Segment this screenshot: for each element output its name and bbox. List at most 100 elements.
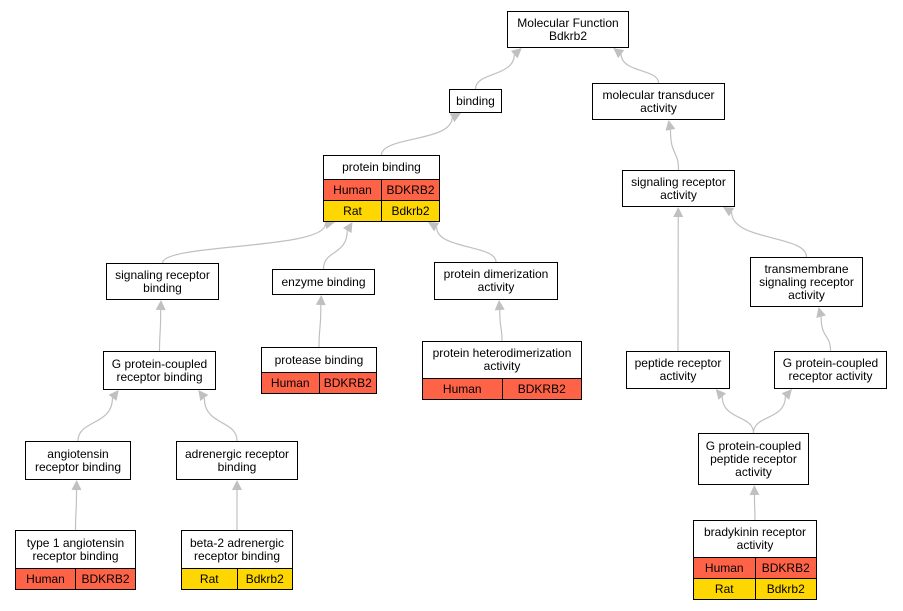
term-label: protein heterodimerization activity: [432, 346, 572, 373]
go-term-signaling-receptor-binding[interactable]: signaling receptor binding: [106, 263, 219, 300]
species-label: Human: [270, 376, 310, 390]
gene-symbol: Bdkrb2: [754, 579, 817, 599]
edge-arrowhead: [232, 480, 242, 490]
term-label: G protein-coupled receptor binding: [111, 356, 208, 384]
annotation-row-human[interactable]: Human BDKRB2: [16, 568, 135, 589]
go-term-beta-2-adrenergic-receptor-binding[interactable]: beta-2 adrenergic receptor binding Rat B…: [181, 530, 293, 590]
edge-line: [620, 54, 660, 84]
edge-arrowhead: [108, 390, 119, 401]
edge-arrowhead: [715, 389, 727, 400]
edge-arrowhead: [781, 389, 792, 400]
edge-line: [474, 54, 515, 90]
go-term-bradykinin-receptor-activity[interactable]: bradykinin receptor activity Human BDKRB…: [693, 520, 817, 600]
go-term-g-protein-coupled-receptor-binding[interactable]: G protein-coupled receptor binding: [103, 351, 216, 390]
species-label: Rat: [199, 572, 219, 586]
go-term-adrenergic-receptor-binding[interactable]: adrenergic receptor binding: [176, 441, 298, 480]
annotation-row-human[interactable]: Human BDKRB2: [324, 179, 439, 200]
term-label: adrenergic receptor binding: [184, 446, 290, 474]
term-label: angiotensin receptor binding: [34, 446, 122, 474]
edge-line: [753, 494, 756, 521]
species-label: Human: [704, 561, 744, 575]
annotation-row-human[interactable]: Human BDKRB2: [423, 378, 581, 399]
go-term-transmembrane-signaling-receptor-activity[interactable]: transmembrane signaling receptor activit…: [750, 257, 863, 307]
annotation-row-rat[interactable]: Rat Bdkrb2: [182, 568, 292, 589]
term-label: Molecular Function Bdkrb2: [517, 15, 619, 43]
go-term-molecular-transducer-activity[interactable]: molecular transducer activity: [592, 83, 725, 120]
term-label: transmembrane signaling receptor activit…: [759, 261, 854, 302]
edge-arrowhead: [665, 120, 676, 131]
edge-arrowhead: [510, 48, 522, 59]
go-term-molecular-function[interactable]: Molecular Function Bdkrb2: [507, 11, 629, 48]
edge-line: [730, 212, 808, 258]
species-label: Rat: [714, 582, 734, 596]
gene-symbol: BDKRB2: [381, 180, 439, 200]
gene-symbol: BDKRB2: [318, 373, 377, 393]
edge-arrowhead: [315, 295, 326, 306]
edge-arrowhead: [342, 222, 353, 234]
edge-arrowhead: [723, 207, 735, 217]
term-label: signaling receptor binding: [115, 267, 210, 295]
species-label: Human: [333, 183, 372, 197]
species-label: Rat: [343, 204, 362, 218]
go-term-protease-binding[interactable]: protease binding Human BDKRB2: [261, 347, 377, 394]
edge-line: [752, 396, 787, 434]
term-label: G protein-coupled receptor activity: [782, 356, 879, 383]
term-label: binding: [456, 93, 495, 108]
gene-symbol: BDKRB2: [501, 379, 582, 399]
go-term-g-protein-coupled-peptide-receptor-activity[interactable]: G protein-coupled peptide receptor activ…: [698, 433, 809, 485]
edge-arrowhead: [816, 307, 826, 318]
edge-arrowhead: [428, 222, 440, 232]
go-term-signaling-receptor-activity[interactable]: signaling receptor activity: [622, 170, 735, 207]
annotation-row-human[interactable]: Human BDKRB2: [694, 557, 816, 578]
species-label: Human: [26, 572, 65, 586]
term-label: protease binding: [274, 352, 364, 367]
edge-arrowhead: [449, 113, 461, 123]
term-label: bradykinin receptor activity: [703, 525, 807, 552]
gene-symbol: Bdkrb2: [236, 569, 293, 589]
edge-line: [318, 304, 322, 348]
go-term-type-1-angiotensin-receptor-binding[interactable]: type 1 angiotensin receptor binding Huma…: [15, 530, 136, 590]
edge-arrowhead: [673, 207, 684, 218]
go-term-enzyme-binding[interactable]: enzyme binding: [272, 269, 375, 295]
term-label: molecular transducer activity: [602, 87, 715, 115]
edge-line: [203, 397, 238, 442]
annotation-row-human[interactable]: Human BDKRB2: [262, 372, 376, 393]
edge-line: [158, 309, 162, 352]
go-term-g-protein-coupled-receptor-activity[interactable]: G protein-coupled receptor activity: [774, 351, 887, 389]
term-label: beta-2 adrenergic receptor binding: [189, 535, 285, 563]
term-label: peptide receptor activity: [634, 356, 722, 383]
gene-symbol: Bdkrb2: [381, 201, 439, 221]
edge-line: [499, 309, 503, 342]
annotation-row-rat[interactable]: Rat Bdkrb2: [694, 578, 816, 599]
go-term-binding[interactable]: binding: [449, 89, 502, 113]
edge-line: [436, 226, 497, 263]
edge-arrowhead: [198, 390, 209, 401]
edge-arrowhead: [749, 485, 760, 496]
term-label: protein binding: [342, 160, 421, 174]
edge-line: [820, 316, 832, 352]
edge-line: [669, 129, 680, 171]
go-term-protein-dimerization-activity[interactable]: protein dimerization activity: [434, 262, 558, 300]
edge-arrowhead: [71, 480, 82, 491]
go-term-peptide-receptor-activity[interactable]: peptide receptor activity: [626, 351, 730, 389]
edge-arrowhead: [613, 48, 625, 59]
species-label: Human: [442, 382, 482, 396]
term-label: type 1 angiotensin receptor binding: [26, 535, 125, 563]
go-term-protein-heterodimerization-activity[interactable]: protein heterodimerization activity Huma…: [422, 341, 582, 400]
edge-line: [721, 396, 755, 434]
edge-arrowhead: [155, 300, 166, 311]
term-label: signaling receptor activity: [631, 174, 726, 202]
edge-arrowhead: [494, 300, 505, 311]
term-label: G protein-coupled peptide receptor activ…: [705, 438, 802, 479]
gene-symbol: BDKRB2: [754, 558, 817, 578]
go-term-protein-binding[interactable]: protein binding Human BDKRB2 Rat Bdkrb2: [323, 155, 440, 222]
edge-line: [161, 224, 326, 264]
term-label: protein dimerization activity: [443, 267, 549, 294]
go-term-angiotensin-receptor-binding[interactable]: angiotensin receptor binding: [25, 441, 131, 480]
term-label: enzyme binding: [281, 274, 366, 289]
edge-line: [322, 230, 348, 270]
edge-line: [74, 489, 78, 531]
annotation-row-rat[interactable]: Rat Bdkrb2: [324, 200, 439, 221]
edge-line: [77, 397, 114, 442]
